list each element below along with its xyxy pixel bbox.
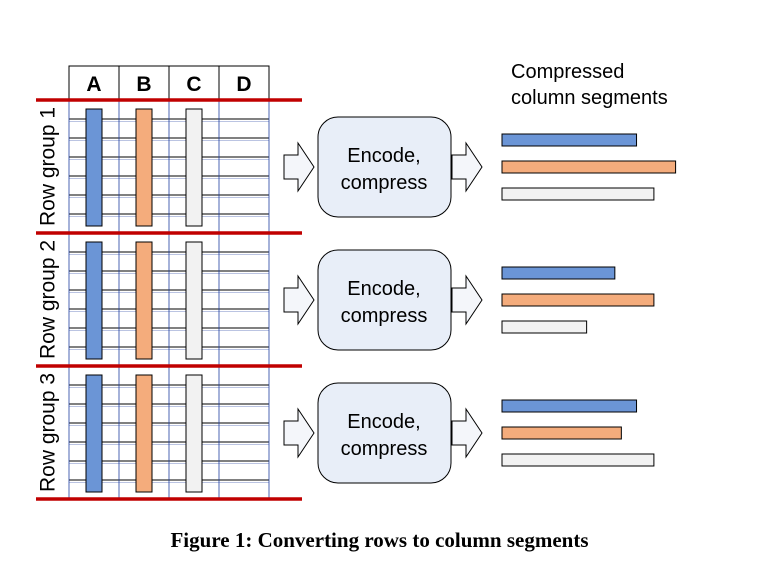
encode-box-text-line1: Encode, bbox=[347, 278, 420, 300]
column-header-d: D bbox=[236, 73, 251, 96]
encode-box-text-line2: compress bbox=[341, 438, 428, 460]
output-arrow-3 bbox=[451, 407, 483, 459]
column-header-c: C bbox=[186, 73, 201, 96]
compressed-segment-a bbox=[501, 266, 616, 280]
encode-box-2 bbox=[317, 249, 452, 351]
column-a-bar bbox=[85, 374, 103, 493]
column-c-bar bbox=[185, 108, 203, 227]
output-title-line2: column segments bbox=[511, 87, 668, 109]
output-arrow-2 bbox=[451, 274, 483, 326]
encode-box-3 bbox=[317, 382, 452, 484]
column-c-bar bbox=[185, 241, 203, 360]
row-group-label-2: Row group 2 bbox=[37, 240, 60, 359]
column-bars bbox=[85, 108, 203, 493]
row-group-label-3: Row group 3 bbox=[37, 373, 60, 492]
column-headers: A B C D bbox=[68, 65, 270, 101]
compressed-segment-c bbox=[501, 187, 655, 201]
compressed-segment-b bbox=[501, 160, 677, 174]
column-header-b: B bbox=[136, 73, 151, 96]
row-group-dividers bbox=[36, 98, 302, 501]
input-arrow-3 bbox=[283, 407, 315, 459]
compressed-segment-b bbox=[501, 426, 622, 440]
row-group-label-1: Row group 1 bbox=[37, 107, 60, 226]
encode-box-text-line2: compress bbox=[341, 172, 428, 194]
encode-box-text-line2: compress bbox=[341, 305, 428, 327]
compressed-segment-c bbox=[501, 453, 655, 467]
column-c-bar bbox=[185, 374, 203, 493]
encode-box-1 bbox=[317, 116, 452, 218]
output-title-line1: Compressed bbox=[511, 61, 624, 83]
encode-box-text-line1: Encode, bbox=[347, 145, 420, 167]
compressed-segment-b bbox=[501, 293, 655, 307]
compressed-segment-a bbox=[501, 133, 638, 147]
column-a-bar bbox=[85, 241, 103, 360]
column-a-bar bbox=[85, 108, 103, 227]
compressed-segment-a bbox=[501, 399, 638, 413]
encode-box-text-line1: Encode, bbox=[347, 411, 420, 433]
column-b-bar bbox=[135, 108, 153, 227]
compressed-segment-c bbox=[501, 320, 588, 334]
encode-steps: Encode,compressEncode,compressEncode,com… bbox=[283, 116, 483, 484]
input-arrow-1 bbox=[283, 141, 315, 193]
figure-caption: Figure 1: Converting rows to column segm… bbox=[170, 528, 589, 552]
column-header-a: A bbox=[86, 73, 101, 96]
column-b-bar bbox=[135, 241, 153, 360]
output-arrow-1 bbox=[451, 141, 483, 193]
input-arrow-2 bbox=[283, 274, 315, 326]
row-group-labels: Row group 1 Row group 2 Row group 3 bbox=[37, 107, 60, 492]
column-b-bar bbox=[135, 374, 153, 493]
compressed-segments bbox=[501, 133, 677, 467]
